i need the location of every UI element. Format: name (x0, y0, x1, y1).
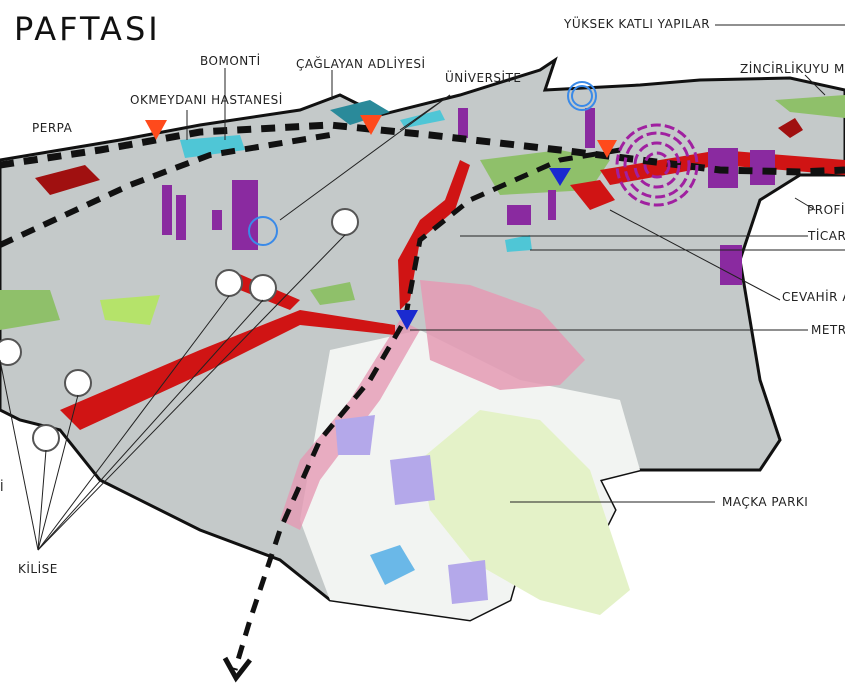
building (370, 545, 415, 585)
label-high-rise: YÜKSEK KATLI YAPILAR (564, 17, 711, 31)
macka-park (420, 410, 630, 615)
commercial-corridor (398, 160, 470, 310)
metro-marker-icon (396, 168, 571, 330)
target-icon (615, 123, 699, 207)
park (310, 282, 355, 305)
metro-line (0, 132, 331, 248)
label-okmeydani: OKMEYDANI HASTANESİ (130, 93, 283, 107)
pink-zone (420, 280, 585, 390)
label-zincirlikuyu: ZİNCİRLİKUYU MEZ (740, 62, 845, 76)
label-perpa: PERPA (32, 121, 73, 135)
perpa-building (35, 165, 100, 195)
building (390, 455, 435, 505)
commercial-corridor (600, 150, 845, 185)
label-left-cut: İ (0, 480, 5, 494)
hospital-building (180, 135, 245, 158)
park (0, 290, 60, 330)
commercial-building (778, 118, 803, 138)
building (335, 415, 375, 455)
high-rise-buildings (162, 108, 775, 285)
cevahir-building (570, 180, 615, 210)
label-kilise: KİLİSE (18, 562, 58, 576)
label-caglayan: ÇAĞLAYAN ADLİYESİ (296, 57, 426, 71)
metro-line (232, 147, 621, 671)
building (448, 560, 488, 604)
park (100, 295, 160, 325)
page-title: PAFTASI (14, 10, 161, 48)
arrow-icon (222, 656, 252, 683)
label-universite: ÜNİVERSİTE (445, 71, 522, 85)
label-bomonti: BOMONTİ (200, 54, 261, 68)
adliye-building (330, 100, 390, 125)
label-ticaret: TİCARE (808, 229, 845, 243)
station-marker-icon (145, 115, 617, 158)
building (505, 235, 532, 252)
label-macka: MAÇKA PARKI (722, 495, 809, 509)
leader-lines (0, 24, 845, 551)
park (775, 95, 845, 118)
university-icon (248, 81, 597, 246)
commercial-corridor (60, 310, 395, 430)
metro-line (0, 121, 845, 176)
label-profil: PROFİL (807, 203, 845, 217)
label-metro: METRO (811, 323, 845, 337)
label-cevahir: CEVAHİR A (782, 290, 845, 304)
